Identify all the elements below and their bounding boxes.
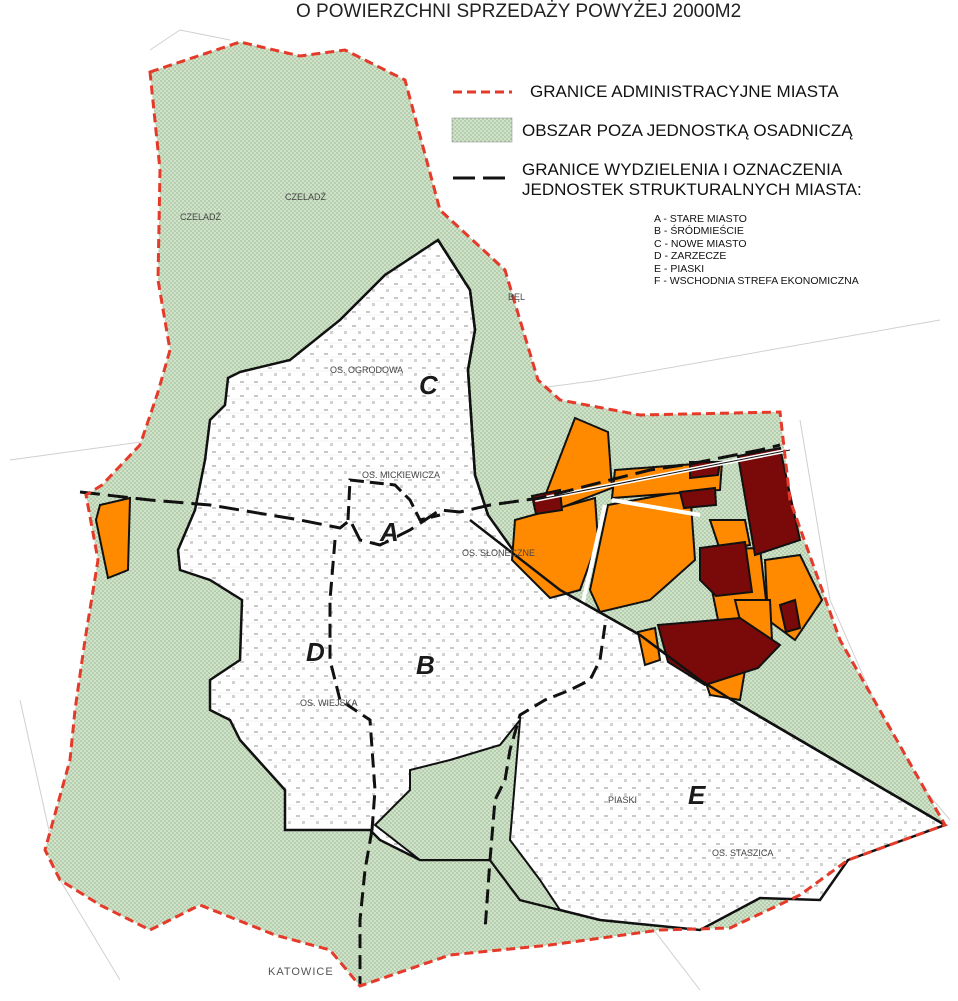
- legend-admin-row: GRANICE ADMINISTRACYJNE MIASTA: [530, 82, 839, 102]
- large-retail-areas: [530, 446, 802, 687]
- unit-a: A - STARE MIASTO: [654, 213, 747, 225]
- place-bel: BĘL: [508, 292, 526, 302]
- outside-area-wedge-se: [840, 720, 945, 825]
- zone-label-c: C: [419, 370, 438, 400]
- place-os-mickiewicza: OS. MICKIEWICZA: [362, 470, 441, 480]
- orange-block-8: [94, 496, 132, 580]
- unit-b: B - ŚRÓDMIEŚCIE: [654, 225, 744, 238]
- dashed-boundary-a-north: [346, 478, 441, 522]
- legend-outside-swatch: [451, 117, 513, 143]
- map-title: O POWIERZCHNI SPRZEDAŻY POWYŻEJ 2000M2: [296, 1, 742, 22]
- legend-outside-row: OBSZAR POZA JEDNOSTKĄ OSADNICZĄ: [522, 121, 853, 141]
- orange-block-2: [510, 496, 600, 600]
- place-katowice: KATOWICE: [268, 966, 334, 978]
- dark-red-block-1: [736, 446, 802, 557]
- place-os-ogrodowa: OS. OGRODOWA: [330, 365, 404, 375]
- outside-area-wedge-south: [373, 716, 563, 912]
- dashed-boundary-main: [79, 443, 781, 547]
- solid-boundary-east: [469, 519, 946, 827]
- orange-block-1: [543, 416, 614, 510]
- zone-label-d: D: [306, 637, 325, 667]
- legend-structural-label-1: GRANICE WYDZIELENIA I OZNACZENIA: [522, 160, 843, 179]
- legend-admin-label: GRANICE ADMINISTRACYJNE MIASTA: [530, 82, 839, 101]
- dark-red-block-7: [778, 598, 802, 634]
- structural-unit-boundaries: [79, 239, 946, 985]
- dark-red-block-5: [678, 486, 718, 510]
- zone-label-a: A: [380, 517, 399, 547]
- unit-e: E - PIASKI: [654, 262, 705, 275]
- unit-d: D - ZARZECZE: [654, 250, 727, 263]
- administrative-boundary: [43, 40, 948, 988]
- legend-structural-row: GRANICE WYDZIELENIA I OZNACZENIA JEDNOST…: [522, 160, 862, 200]
- dark-red-block-3: [656, 616, 782, 687]
- legend-structural-label-2: JEDNOSTEK STRUKTURALNYCH MIASTA:: [522, 180, 862, 199]
- place-czeladz-1: CZELADŹ: [180, 212, 222, 222]
- place-os-wiejska: OS. WIEJSKA: [300, 698, 358, 708]
- dark-red-block-2: [699, 540, 754, 598]
- place-os-sloneczne: OS. SŁONECZNE: [462, 548, 536, 558]
- unit-f: F - WSCHODNIA STREFA EKONOMICZNA: [654, 275, 859, 288]
- zone-label-b: B: [416, 650, 435, 680]
- dashed-boundary-be: [483, 624, 607, 931]
- unit-c: C - NOWE MIASTO: [654, 237, 747, 250]
- solid-boundary-ne: [436, 239, 490, 516]
- legend-symbols: [451, 90, 513, 180]
- zone-label-e: E: [688, 780, 706, 810]
- legend-outside-label: OBSZAR POZA JEDNOSTKĄ OSADNICZĄ: [522, 121, 853, 140]
- structural-units-list: A - STARE MIASTO B - ŚRÓDMIEŚCIE C - NOW…: [654, 213, 859, 287]
- dashed-boundary-south: [358, 829, 374, 985]
- place-czeladz-2: CZELADŹ: [285, 192, 327, 202]
- place-piaski: PIASKI: [608, 795, 638, 805]
- place-os-staszica: OS. STASZICA: [712, 848, 774, 858]
- commercial-areas: [94, 416, 824, 702]
